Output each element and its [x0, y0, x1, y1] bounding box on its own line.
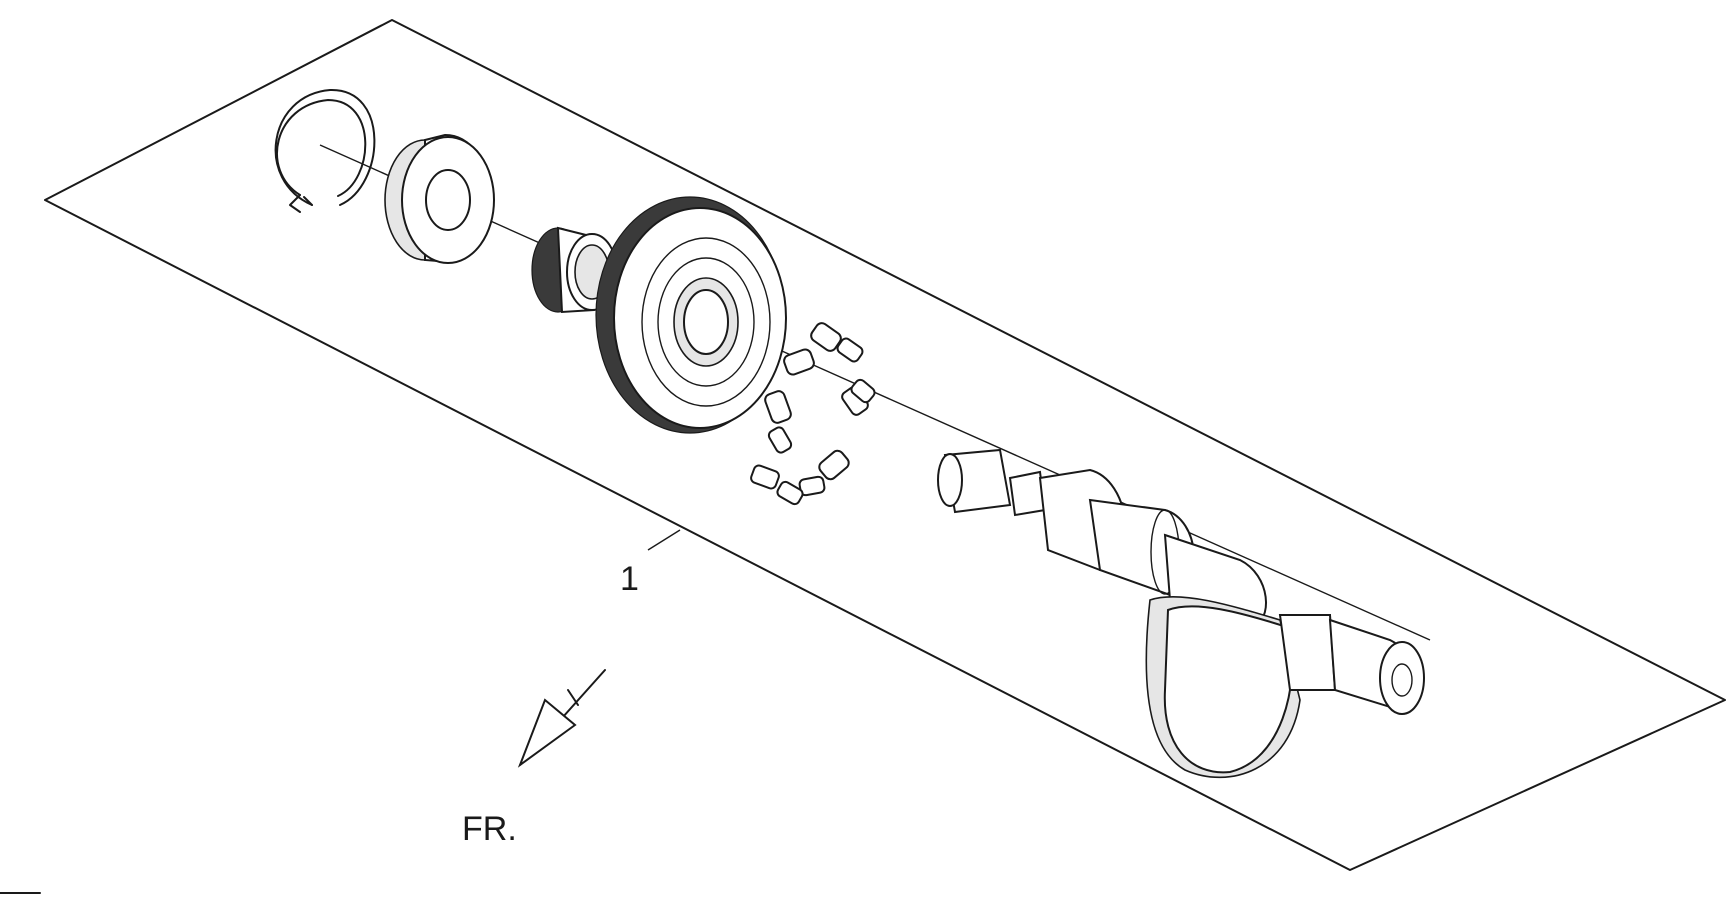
gear-icon: [595, 196, 787, 434]
bearing-icon: [384, 133, 495, 264]
bushing-icon: [531, 226, 618, 314]
crankshaft-icon: [937, 448, 1425, 779]
front-direction-arrow-icon: [517, 669, 606, 768]
assembly-group-outline: [44, 19, 1726, 871]
damper-springs-icon: [750, 322, 876, 506]
front-direction-label: FR.: [462, 810, 517, 848]
callout-1-leader: [647, 529, 681, 551]
circlip-icon: [274, 88, 376, 213]
callout-1-label: 1: [620, 560, 639, 598]
